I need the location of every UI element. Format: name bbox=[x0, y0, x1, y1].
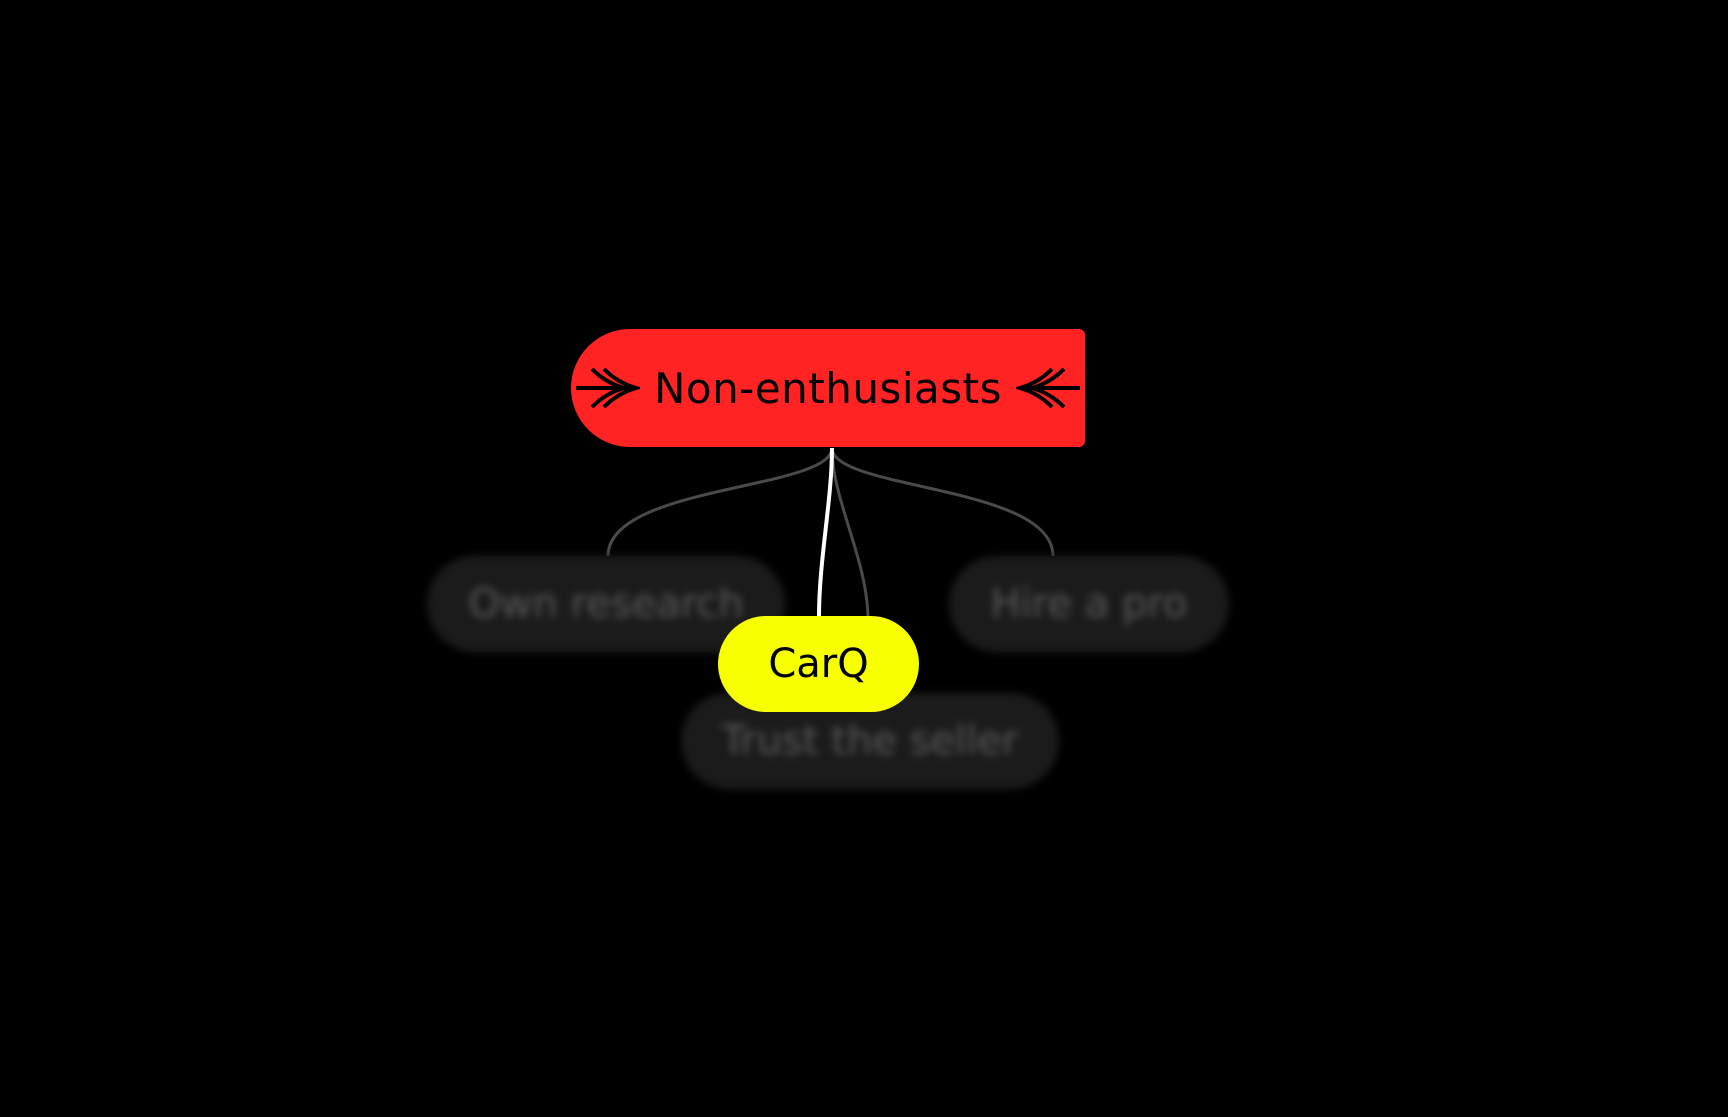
branch-hire-a-pro-label: Hire a pro bbox=[990, 581, 1188, 627]
branch-trust-the-seller-label: Trust the seller bbox=[721, 718, 1019, 764]
branch-own-research-label: Own research bbox=[468, 581, 744, 627]
connector-own-research bbox=[606, 447, 834, 557]
double-arrow-right-icon bbox=[574, 365, 640, 411]
root-node-non-enthusiasts[interactable]: Non-enthusiasts bbox=[571, 329, 1085, 447]
branch-carq-label: CarQ bbox=[768, 641, 869, 687]
connector-trust-the-seller bbox=[830, 447, 870, 621]
branch-own-research[interactable]: Own research bbox=[427, 556, 785, 652]
branch-carq[interactable]: CarQ bbox=[718, 616, 919, 712]
connector-carq bbox=[817, 447, 834, 617]
connector-hire-a-pro bbox=[830, 447, 1055, 557]
root-node-label: Non-enthusiasts bbox=[653, 363, 1003, 413]
branch-hire-a-pro[interactable]: Hire a pro bbox=[949, 556, 1229, 652]
double-arrow-left-icon bbox=[1016, 365, 1082, 411]
branch-trust-the-seller[interactable]: Trust the seller bbox=[681, 693, 1059, 789]
